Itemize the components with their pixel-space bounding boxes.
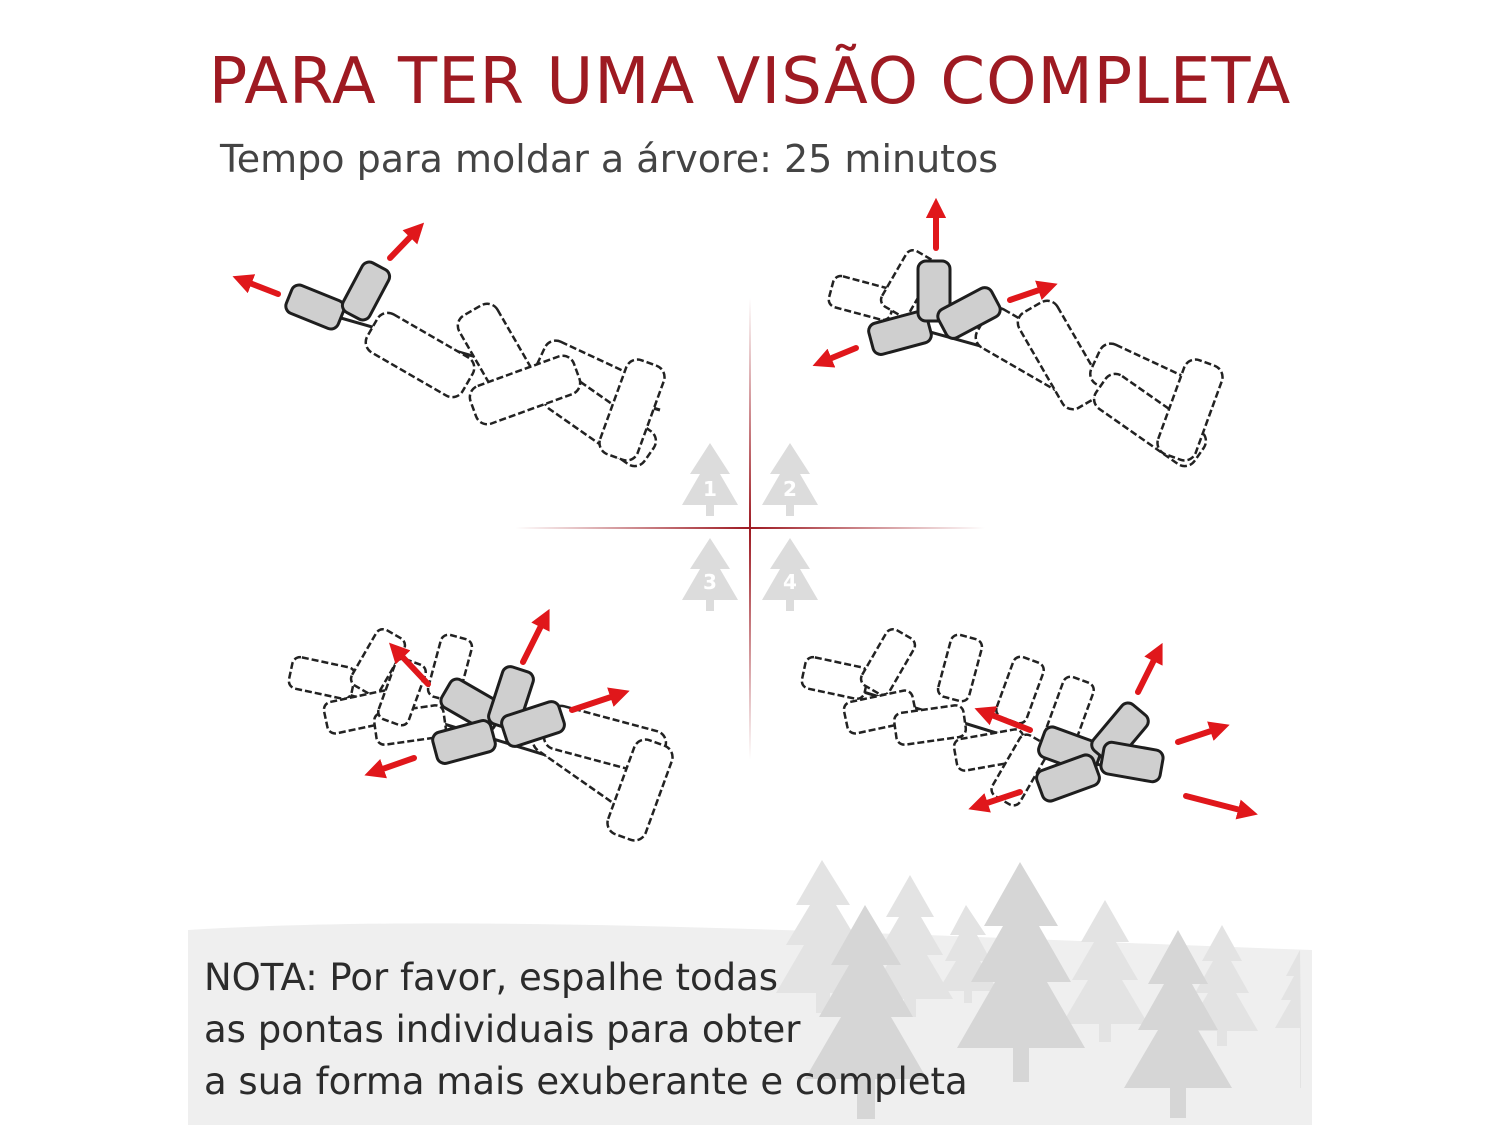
branch-tip — [284, 283, 346, 331]
note-line: as pontas individuais para obter — [204, 1008, 801, 1051]
branch-tip — [340, 260, 392, 322]
branch-tip — [431, 719, 497, 765]
arrow-icon — [364, 608, 630, 779]
step-1-branch — [232, 222, 666, 468]
shaping-time-subtitle: Tempo para moldar a árvore: 25 minutos — [220, 137, 999, 181]
note-text: NOTA: Por favor, espalhe todas as pontas… — [204, 952, 968, 1108]
note-line: NOTA: Por favor, espalhe todas — [204, 956, 779, 999]
quadrant-divider — [515, 298, 985, 760]
page-title: PARA TER UMA VISÃO COMPLETA — [208, 45, 1292, 119]
arrow-icon — [968, 642, 1258, 820]
step-badge-4: 4 — [762, 538, 818, 611]
branch-tip — [1099, 740, 1165, 784]
step-number: 4 — [783, 570, 797, 594]
branch-tip — [867, 310, 933, 356]
tree-badge-icon — [762, 538, 818, 611]
step-3-branch — [287, 608, 674, 842]
step-badge-2: 2 — [762, 443, 818, 516]
step-2-branch — [812, 197, 1224, 468]
step-number: 2 — [783, 477, 797, 501]
tree-badge-icon — [762, 443, 818, 516]
tree-badge-icon — [682, 538, 738, 611]
branch-tip — [916, 259, 952, 323]
branch-tip — [500, 700, 566, 748]
tree-badge-icon — [682, 443, 738, 516]
tree-silhouette-icon — [805, 862, 1232, 1119]
branch-tip — [936, 286, 1002, 340]
snow-background — [188, 860, 1312, 1125]
step-number: 3 — [703, 570, 717, 594]
step-4-branch — [800, 627, 1258, 820]
step-badge-1: 1 — [682, 443, 738, 516]
arrow-icon — [232, 222, 425, 297]
branch-tip — [1035, 753, 1101, 803]
note-line: a sua forma mais exuberante e completa — [204, 1060, 968, 1103]
step-badge-3: 3 — [682, 538, 738, 611]
step-number: 1 — [703, 477, 717, 501]
arrow-icon — [812, 197, 1058, 368]
